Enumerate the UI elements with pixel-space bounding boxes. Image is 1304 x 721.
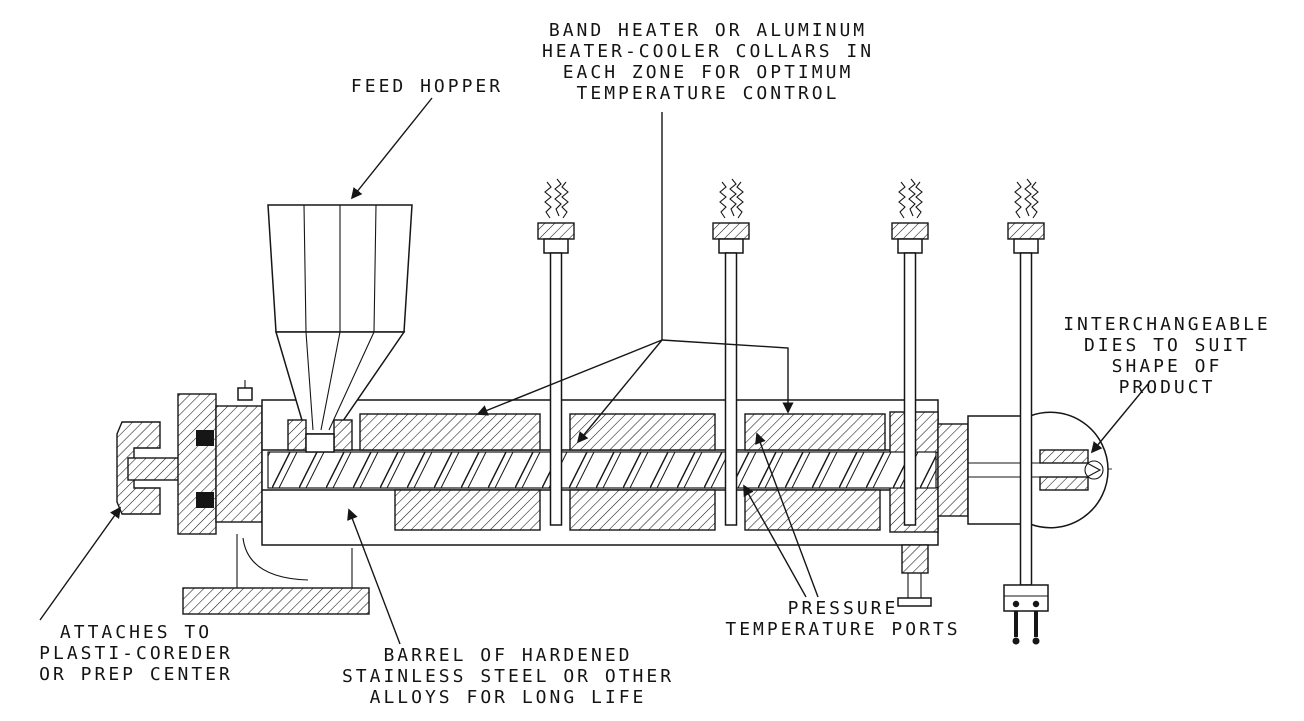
barrel-label: BARREL OF HARDENED STAINLESS STEEL OR OT… [341, 645, 675, 708]
dies-leader [1090, 383, 1149, 454]
heater-zone-3-top [744, 413, 886, 451]
attaches-leader [39, 506, 121, 621]
drive-flange [177, 380, 263, 535]
heater-zone-1-bottom [394, 489, 541, 531]
barrel-support-bracket [897, 544, 932, 607]
feed-hopper [267, 204, 413, 453]
band-heater-leader-2 [576, 339, 663, 444]
feed-hopper-leader [350, 97, 433, 200]
probe-1 [537, 178, 575, 526]
band-heater-label: BAND HEATER OR ALUMINUM HEATER-COOLER CO… [541, 20, 875, 104]
heater-zone-2-bottom [569, 489, 716, 531]
pressure-port-leader-1 [743, 484, 807, 598]
heater-zone-2-top [569, 413, 716, 451]
probe-3 [891, 178, 929, 526]
band-heater-leader-3 [661, 339, 794, 414]
feed-hopper-label: FEED HOPPER [350, 76, 504, 97]
barrel-leader [347, 508, 401, 645]
attaches-label: ATTACHES TO PLASTI-COREDER OR PREP CENTE… [39, 622, 233, 685]
heater-zone-1-top [359, 413, 541, 451]
band-heater-leader-1 [476, 339, 663, 416]
pressure-ports-label: PRESSURE TEMPERATURE PORTS [725, 598, 961, 640]
interchangeable-dies-label: INTERCHANGEABLE DIES TO SUIT SHAPE OF PR… [1063, 314, 1271, 398]
extruder-screw [267, 451, 967, 489]
power-plug [1003, 584, 1049, 645]
leader-lines [39, 97, 1149, 645]
heater-zone-3-bottom [744, 489, 881, 531]
die-assembly [937, 411, 1109, 529]
probe-2 [712, 178, 750, 526]
pressure-port-leader-2 [755, 432, 819, 598]
support-pedestal [182, 534, 370, 615]
heater-zones [359, 411, 939, 533]
